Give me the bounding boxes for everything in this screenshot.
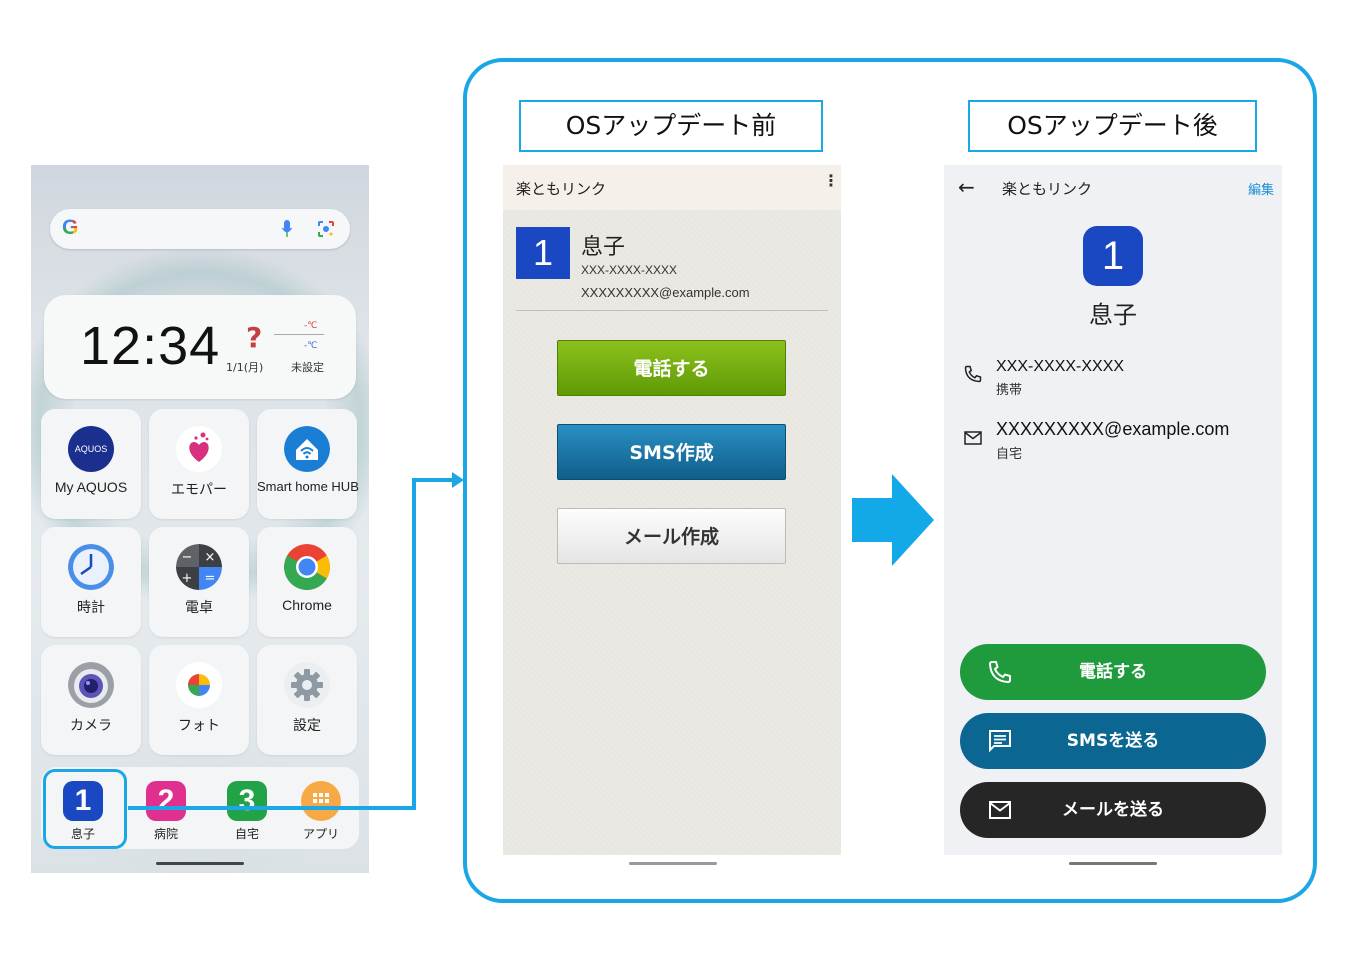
app-grid: AQUOS My AQUOS エモパー Smart home HUB bbox=[41, 409, 359, 755]
app-title: 楽ともリンク bbox=[516, 180, 607, 198]
caption-before: OSアップデート前 bbox=[519, 100, 823, 152]
app-smart-home-hub[interactable]: Smart home HUB bbox=[257, 409, 359, 519]
old-app-screen: 楽ともリンク ⋮ 1 息子 XXX-XXXX-XXXX XXXXXXXXX@ex… bbox=[503, 165, 841, 865]
settings-gear-icon bbox=[284, 662, 330, 708]
chrome-icon bbox=[284, 544, 330, 590]
app-emopa[interactable]: エモパー bbox=[149, 409, 249, 519]
gesture-nav-bar[interactable] bbox=[629, 862, 717, 865]
app-label: My AQUOS bbox=[54, 479, 128, 495]
contact-phone[interactable]: XXX-XXXX-XXXX bbox=[996, 358, 1125, 375]
comparison-frame bbox=[463, 58, 1317, 903]
sms-button[interactable]: SMS作成 bbox=[557, 424, 786, 480]
temp-low: -℃ bbox=[304, 341, 318, 351]
clock-icon bbox=[68, 544, 114, 590]
app-drawer-icon bbox=[301, 781, 341, 821]
sms-button-label: SMSを送る bbox=[1066, 731, 1160, 751]
call-button[interactable]: 電話する bbox=[557, 340, 786, 396]
mail-button[interactable]: メールを送る bbox=[960, 782, 1266, 838]
clock-weather-widget[interactable]: 12:34 ? -℃ -℃ 1/1(月) 未設定 bbox=[44, 295, 356, 399]
dock-label: 息子 bbox=[70, 827, 95, 841]
sms-button[interactable]: SMSを送る bbox=[960, 713, 1266, 769]
photos-icon bbox=[176, 662, 222, 708]
app-label: 電卓 bbox=[185, 599, 213, 615]
google-search-bar[interactable]: G bbox=[50, 209, 350, 249]
dock-item-home[interactable]: 3 自宅 bbox=[207, 767, 287, 849]
phone-icon bbox=[964, 365, 982, 383]
home-screen: G 12:34 ? -℃ -℃ 1/1(月) 未設定 AQUOS My AQUO… bbox=[31, 165, 369, 873]
right-arrow-icon bbox=[852, 474, 934, 566]
aquos-icon: AQUOS bbox=[68, 426, 114, 472]
contact-2-icon: 2 bbox=[146, 781, 186, 821]
phone-type: 携帯 bbox=[996, 383, 1023, 398]
app-label: エモパー bbox=[171, 481, 227, 497]
app-chrome[interactable]: Chrome bbox=[257, 527, 357, 637]
weather-location: 未設定 bbox=[291, 361, 324, 374]
camera-icon bbox=[68, 662, 114, 708]
app-settings[interactable]: 設定 bbox=[257, 645, 357, 755]
app-title: 楽ともリンク bbox=[1002, 180, 1093, 198]
call-button[interactable]: 電話する bbox=[960, 644, 1266, 700]
gesture-nav-bar[interactable] bbox=[1069, 862, 1157, 865]
app-label: カメラ bbox=[70, 717, 112, 733]
more-menu-icon[interactable]: ⋮ bbox=[823, 171, 839, 190]
gesture-nav-bar[interactable] bbox=[156, 862, 244, 865]
mail-button-label: メールを送る bbox=[1062, 800, 1164, 820]
mail-button[interactable]: メール作成 bbox=[557, 508, 786, 564]
back-arrow-icon[interactable]: ← bbox=[958, 175, 975, 199]
app-clock[interactable]: 時計 bbox=[41, 527, 141, 637]
old-app-header: 楽ともリンク ⋮ bbox=[503, 165, 841, 210]
new-app-screen: ← 楽ともリンク 編集 1 息子 XXX-XXXX-XXXX 携帯 XXXXXX… bbox=[944, 165, 1282, 865]
google-logo-icon: G bbox=[62, 217, 84, 239]
call-button-label: 電話する bbox=[1079, 662, 1147, 682]
mail-icon bbox=[964, 431, 982, 445]
contact-name: 息子 bbox=[581, 235, 626, 260]
dock-label: 自宅 bbox=[234, 827, 259, 841]
contact-email[interactable]: XXXXXXXXX@example.com bbox=[996, 419, 1230, 439]
dock-item-hospital[interactable]: 2 病院 bbox=[126, 767, 206, 849]
smart-home-icon bbox=[284, 426, 330, 472]
weather-unknown-icon: ? bbox=[246, 321, 263, 354]
svg-text:=: = bbox=[205, 571, 216, 586]
dock-label: アプリ bbox=[302, 827, 339, 841]
message-icon bbox=[989, 730, 1011, 753]
dock-label: 病院 bbox=[153, 827, 178, 841]
clock-time: 12:34 bbox=[80, 316, 221, 376]
contact-name: 息子 bbox=[1089, 301, 1137, 329]
app-calculator[interactable]: − × + = 電卓 bbox=[149, 527, 249, 637]
app-label: 設定 bbox=[293, 717, 321, 733]
calculator-icon: − × + = bbox=[176, 544, 222, 590]
emopa-heart-icon bbox=[176, 426, 222, 472]
microphone-icon[interactable] bbox=[282, 220, 292, 238]
dock-item-apps[interactable]: アプリ bbox=[281, 767, 361, 849]
selected-highlight bbox=[43, 769, 127, 849]
svg-text:+: + bbox=[182, 571, 193, 586]
app-my-aquos[interactable]: AQUOS My AQUOS bbox=[41, 409, 141, 519]
contact-phone: XXX-XXXX-XXXX bbox=[581, 263, 678, 277]
app-label: Smart home HUB bbox=[257, 479, 359, 494]
temp-high: -℃ bbox=[304, 321, 318, 331]
app-label: 時計 bbox=[77, 599, 105, 615]
svg-text:−: − bbox=[182, 550, 193, 565]
temp-divider bbox=[274, 334, 324, 335]
dock-item-son[interactable]: 1 息子 bbox=[43, 767, 123, 849]
mail-icon bbox=[989, 801, 1011, 819]
contact-1-icon: 1 bbox=[63, 781, 103, 821]
google-lens-icon[interactable] bbox=[317, 220, 335, 238]
contact-email: XXXXXXXXX@example.com bbox=[581, 285, 750, 300]
app-photos[interactable]: フォト bbox=[149, 645, 249, 755]
caption-after: OSアップデート後 bbox=[968, 100, 1257, 152]
contact-number-badge: 1 bbox=[1083, 226, 1143, 286]
divider bbox=[516, 310, 828, 311]
email-type: 自宅 bbox=[996, 447, 1023, 462]
contact-number-badge: 1 bbox=[516, 227, 570, 279]
app-label: フォト bbox=[178, 717, 220, 733]
clock-date: 1/1(月) bbox=[226, 361, 264, 374]
phone-icon bbox=[988, 661, 1011, 684]
app-camera[interactable]: カメラ bbox=[41, 645, 141, 755]
contact-3-icon: 3 bbox=[227, 781, 267, 821]
edit-link[interactable]: 編集 bbox=[1247, 183, 1274, 198]
svg-text:×: × bbox=[205, 550, 216, 565]
app-label: Chrome bbox=[282, 597, 332, 613]
